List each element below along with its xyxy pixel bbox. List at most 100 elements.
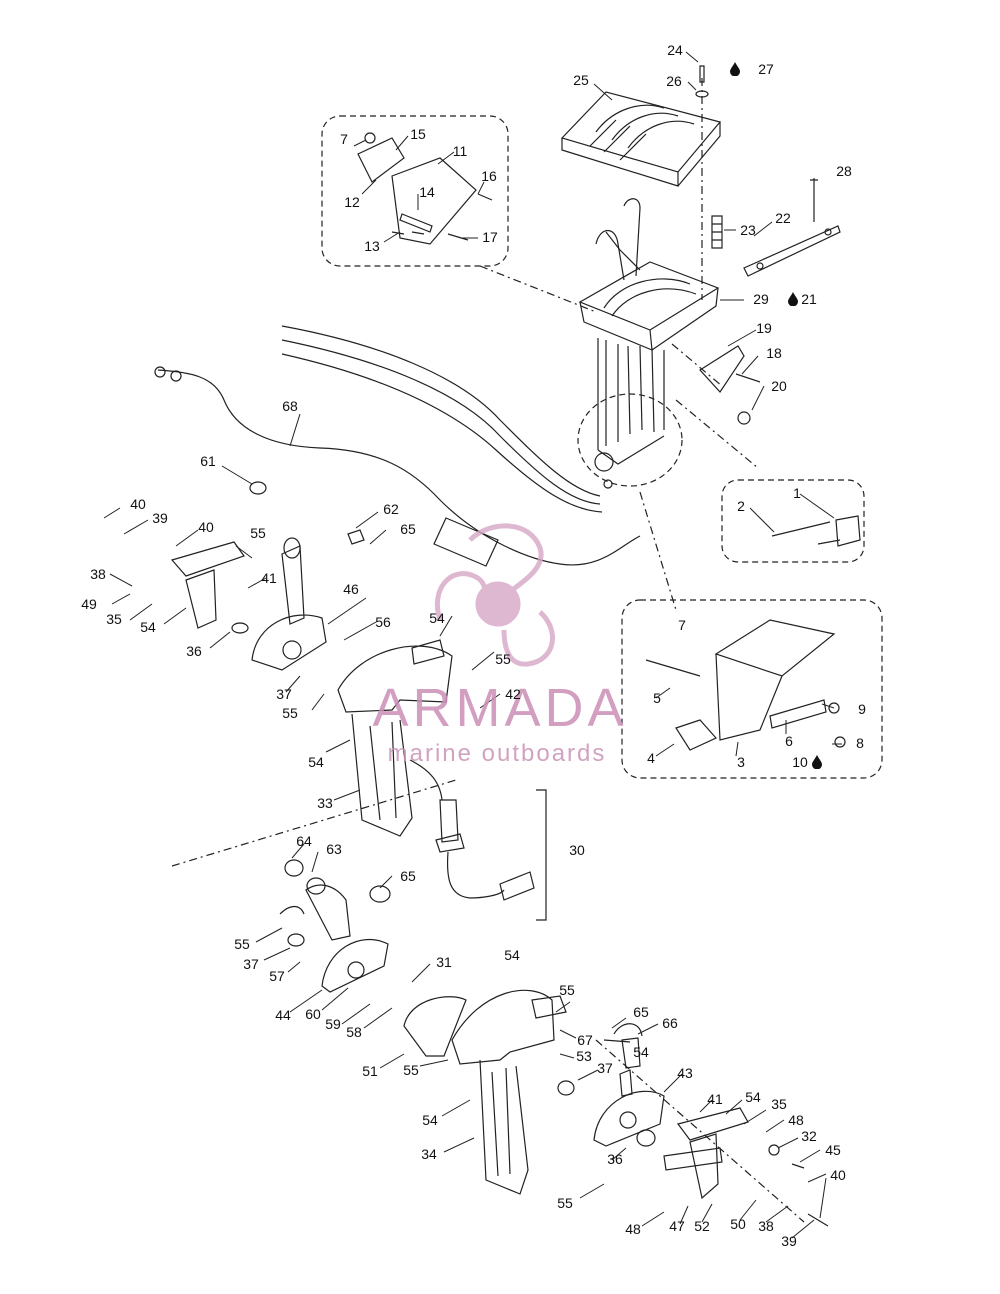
callout-label: 52 [694,1218,710,1234]
callout-label: 54 [745,1089,761,1105]
callout-label: 13 [364,238,380,254]
callout-label: 38 [90,566,106,582]
callout-label: 54 [504,947,520,963]
callout-label: 19 [756,320,772,336]
callout-label: 23 [740,222,756,238]
callout-label: 39 [781,1233,797,1249]
callout-label: 8 [856,735,864,751]
callout-label: 55 [282,705,298,721]
callout-label: 51 [362,1063,378,1079]
callout-label: 15 [410,126,426,142]
detail-box-bracket [321,115,509,267]
callout-label: 68 [282,398,298,414]
watermark-logo [434,523,555,667]
callout-label: 33 [317,795,333,811]
callout-label: 37 [276,686,292,702]
callout-label: 55 [495,651,511,667]
callout-label: 65 [633,1004,649,1020]
watermark-title: ARMADA [372,678,628,738]
callout-label: 48 [625,1221,641,1237]
callout-label: 40 [198,519,214,535]
callout-label: 20 [771,378,787,394]
callout-label: 60 [305,1006,321,1022]
callout-label: 2 [737,498,745,514]
bracket-33 [337,639,453,837]
callout-label: 10 [792,754,808,770]
bracket-34 [403,989,643,1195]
callout-label: 40 [830,1167,846,1183]
callout-label: 66 [662,1015,678,1031]
callout-label: 46 [343,581,359,597]
oil-drop-icon [730,62,740,76]
link-rod [743,178,841,277]
callout-label: 38 [758,1218,774,1234]
callout-label: 55 [250,525,266,541]
callout-label: 29 [753,291,769,307]
callout-label: 44 [275,1007,291,1023]
control-head [577,198,720,489]
callout-label: 39 [152,510,168,526]
callout-label: 32 [801,1128,817,1144]
callout-label: 55 [234,936,250,952]
switch-assembly [409,759,547,921]
lever-assembly-middle [279,859,391,993]
callout-label: 57 [269,968,285,984]
callout-label: 36 [607,1151,623,1167]
callout-label: 7 [340,131,348,147]
callout-label: 65 [400,521,416,537]
watermark-subtitle: marine outboards [387,740,607,767]
detail-box-plate [721,479,865,563]
callout-label: 16 [481,168,497,184]
callout-label: 54 [633,1044,649,1060]
callout-label: 22 [775,210,791,226]
callout-label: 31 [436,954,452,970]
callout-label: 67 [577,1032,593,1048]
callout-label: 35 [771,1096,787,1112]
callout-label: 36 [186,643,202,659]
callout-label: 56 [375,614,391,630]
detail-box-mount [621,599,883,779]
callout-label: 12 [344,194,360,210]
callout-label: 63 [326,841,342,857]
callout-label: 17 [482,229,498,245]
callout-label: 62 [383,501,399,517]
callout-label: 41 [707,1091,723,1107]
lever-assembly-upper [170,481,365,671]
callout-label: 65 [400,868,416,884]
callout-label: 54 [429,610,445,626]
callout-label: 54 [308,754,324,770]
bracket-parts [357,132,493,245]
callout-label: 42 [505,686,521,702]
callout-label: 59 [325,1016,341,1032]
callout-label: 47 [669,1218,685,1234]
callout-label: 41 [261,570,277,586]
callout-label: 54 [422,1112,438,1128]
callout-label: 28 [836,163,852,179]
callout-label: 24 [667,42,683,58]
callout-label: 9 [858,701,866,717]
callout-label: 55 [557,1195,573,1211]
callout-label: 49 [81,596,97,612]
callout-label: 45 [825,1142,841,1158]
callout-label: 58 [346,1024,362,1040]
callout-label: 4 [647,750,655,766]
callout-label: 43 [677,1065,693,1081]
callout-label: 3 [737,754,745,770]
callout-label: 14 [419,184,435,200]
callout-label: 5 [653,690,661,706]
callout-label: 7 [678,617,686,633]
oil-drop-icon [788,292,798,306]
callout-label: 11 [452,143,468,159]
callout-label: 48 [788,1112,804,1128]
callout-label: 55 [403,1062,419,1078]
callout-label: 34 [421,1146,437,1162]
callout-label: 37 [243,956,259,972]
callout-label: 30 [569,842,585,858]
callout-label: 6 [785,733,793,749]
callout-label: 26 [666,73,682,89]
callout-label: 35 [106,611,122,627]
callout-label: 53 [576,1048,592,1064]
callout-label: 50 [730,1216,746,1232]
callout-label: 64 [296,833,312,849]
